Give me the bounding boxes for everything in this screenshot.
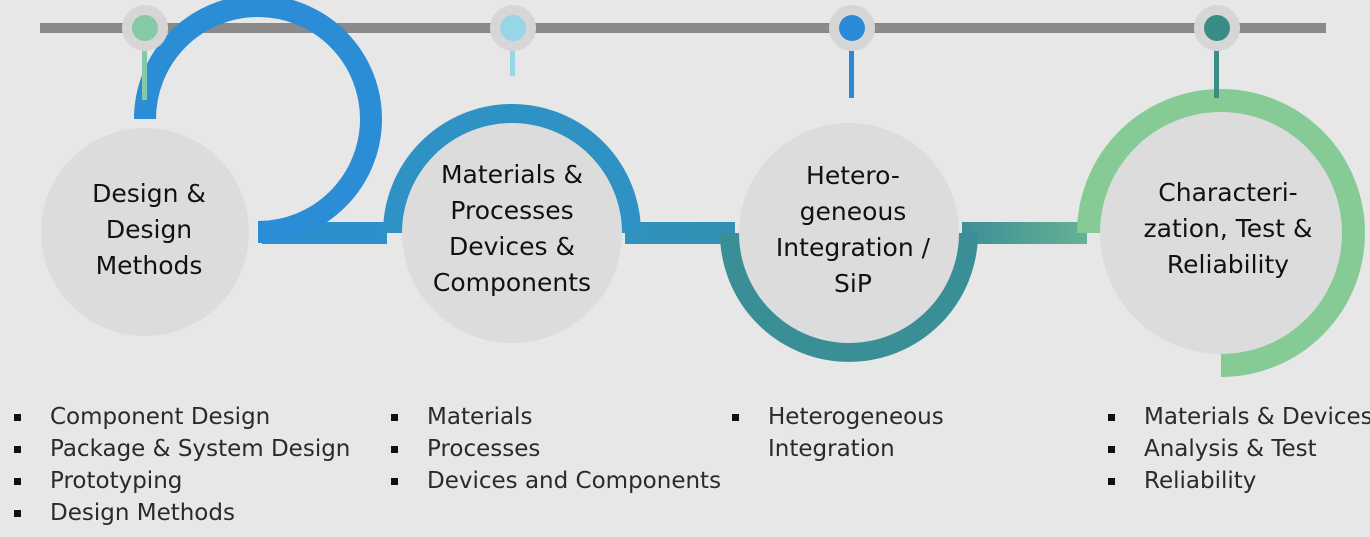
list-item: Analysis & Test bbox=[1106, 433, 1370, 465]
bullet-square-icon bbox=[14, 478, 21, 485]
list-item: Heterogeneous bbox=[730, 401, 944, 433]
bullet-square-icon bbox=[391, 414, 398, 421]
list-item: Component Design bbox=[12, 401, 350, 433]
connector-2-3 bbox=[625, 222, 735, 244]
stage-4-inner-circle bbox=[1100, 112, 1342, 354]
list-item: Materials bbox=[389, 401, 721, 433]
bullet-square-icon bbox=[1108, 478, 1115, 485]
list-item: Devices and Components bbox=[389, 465, 721, 497]
list-item-label: Analysis & Test bbox=[1144, 436, 1317, 462]
bullet-square-icon bbox=[14, 414, 21, 421]
list-item: Design Methods bbox=[12, 497, 350, 529]
stage-1-title: Design & Design Methods bbox=[92, 176, 206, 284]
list-item-label: Heterogeneous bbox=[768, 404, 944, 430]
list-item-label: Reliability bbox=[1144, 468, 1257, 494]
list-item-label: Design Methods bbox=[50, 500, 235, 526]
stage-2-stem bbox=[510, 30, 515, 76]
bullet-square-icon bbox=[391, 478, 398, 485]
stage-1-ring bbox=[134, 0, 382, 243]
list-item-label: Integration bbox=[768, 436, 895, 462]
stage-2-title-line: Materials & bbox=[440, 160, 584, 189]
bullet-square-icon bbox=[732, 414, 739, 421]
stage-3-title-line: Hetero- bbox=[806, 161, 900, 190]
stage-4-title-line: zation, Test & bbox=[1143, 214, 1313, 243]
list-item-label: Component Design bbox=[50, 404, 271, 430]
list-item: Reliability bbox=[1106, 465, 1370, 497]
stage-2-inner-circle bbox=[402, 123, 622, 343]
stage-1-title-line: Methods bbox=[95, 251, 203, 280]
list-item-label: Materials bbox=[427, 404, 533, 430]
stage-4-ring bbox=[1077, 89, 1365, 377]
bullet-square-icon bbox=[14, 446, 21, 453]
stage-4-title-line: Reliability bbox=[1166, 250, 1290, 279]
list-item-label: Processes bbox=[427, 436, 541, 462]
stage-2-title-line: Processes bbox=[450, 196, 574, 225]
stage-1-stem bbox=[142, 30, 147, 100]
list-item: Package & System Design bbox=[12, 433, 350, 465]
stage-3-title-line: geneous bbox=[799, 197, 907, 226]
stage-3-title: Hetero- geneous Integration / SiP bbox=[776, 158, 930, 302]
list-item-label: Prototyping bbox=[50, 468, 183, 494]
stage-2-ring bbox=[383, 104, 641, 234]
stage-4-bullet-list: Materials & Devices Analysis & Test Reli… bbox=[1106, 401, 1370, 497]
connector-3-4 bbox=[962, 222, 1087, 244]
stage-4-title-line: Characteri- bbox=[1158, 178, 1298, 207]
bullet-square-icon bbox=[391, 446, 398, 453]
stage-1-dot bbox=[132, 15, 158, 41]
stage-3-ring bbox=[720, 232, 978, 362]
stage-2-dot bbox=[500, 15, 526, 41]
list-item: Prototyping bbox=[12, 465, 350, 497]
stage-2-title: Materials & Processes Devices & Componen… bbox=[433, 157, 591, 301]
list-item-label: Materials & Devices bbox=[1144, 404, 1370, 430]
stage-1-bullet-list: Component Design Package & System Design… bbox=[12, 401, 350, 529]
timeline-bar bbox=[40, 23, 1326, 33]
list-item-label: Package & System Design bbox=[50, 436, 351, 462]
stage-2-title-line: Components bbox=[432, 268, 592, 297]
list-item: Materials & Devices bbox=[1106, 401, 1370, 433]
list-item: Integration bbox=[730, 433, 944, 465]
stage-1-title-line: Design bbox=[105, 215, 193, 244]
stage-4-title: Characteri- zation, Test & Reliability bbox=[1144, 175, 1313, 283]
bullet-square-icon bbox=[1108, 446, 1115, 453]
list-item: Processes bbox=[389, 433, 721, 465]
stage-3-title-line: Integration / bbox=[775, 233, 931, 262]
stage-2-title-line: Devices & bbox=[449, 232, 575, 261]
stage-3-stem bbox=[849, 30, 854, 98]
stage-3-dot bbox=[839, 15, 865, 41]
stage-1-inner-circle bbox=[41, 128, 249, 336]
bullet-square-icon bbox=[14, 510, 21, 517]
list-item-label: Devices and Components bbox=[427, 468, 722, 494]
bullet-square-icon bbox=[1108, 414, 1115, 421]
stage-1-title-line: Design & bbox=[92, 179, 206, 208]
stage-3-bullet-list: Heterogeneous Integration bbox=[730, 401, 944, 465]
stage-4-dot bbox=[1204, 15, 1230, 41]
stage-2-bullet-list: Materials Processes Devices and Componen… bbox=[389, 401, 721, 497]
stage-4-stem bbox=[1214, 30, 1219, 98]
stage-3-title-line: SiP bbox=[834, 269, 872, 298]
stage-3-inner-circle bbox=[739, 123, 959, 343]
